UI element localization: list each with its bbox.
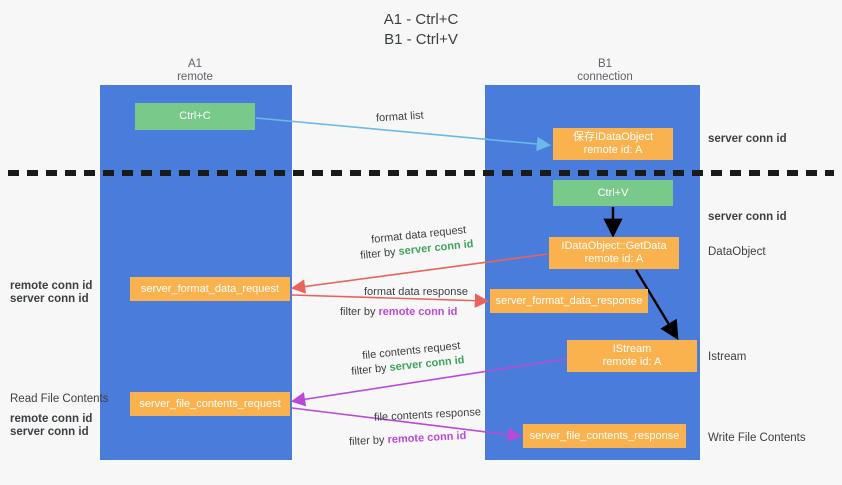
edge-label-format-data-response-filter: filter by remote conn id xyxy=(340,305,457,319)
annotation-left-remote-conn-id-1: remote conn id xyxy=(10,280,93,292)
annotation-left-server-conn-id-1: server conn id xyxy=(10,293,89,305)
box-istream-label: IStream xyxy=(612,343,652,355)
annotation-right-write-file-contents: Write File Contents xyxy=(708,432,806,444)
lane-header-b1-sub: connection xyxy=(577,71,633,83)
lane-header-a1: A1 remote xyxy=(135,58,255,84)
edge-label-format-list: format list xyxy=(375,109,425,125)
box-ctrl-v[interactable]: Ctrl+V xyxy=(553,180,673,206)
filter-value-remote-conn-id: remote conn id xyxy=(378,306,458,318)
box-istream-sublabel: remote id: A xyxy=(602,356,662,368)
annotation-right-dataobject: DataObject xyxy=(708,246,766,258)
annotation-right-server-conn-id-2: server conn id xyxy=(708,211,787,223)
page-title: A1 - Ctrl+C B1 - Ctrl+V xyxy=(0,10,842,50)
annotation-right-istream: Istream xyxy=(708,351,747,363)
filter-value-remote-conn-id: remote conn id xyxy=(387,429,467,447)
filter-prefix: filter by xyxy=(350,361,391,378)
annotation-left-remote-conn-id-2: remote conn id xyxy=(10,413,93,425)
box-server-format-data-request[interactable]: server_format_data_request xyxy=(130,277,290,301)
box-server-file-contents-request[interactable]: server_file_contents_request xyxy=(130,392,290,416)
filter-prefix: filter by xyxy=(340,306,379,318)
box-server-file-contents-response[interactable]: server_file_contents_response xyxy=(523,424,686,448)
box-ctrl-v-label: Ctrl+V xyxy=(597,186,629,199)
box-idataobject-getdata-sublabel: remote id: A xyxy=(584,253,644,265)
box-ctrl-c-label: Ctrl+C xyxy=(179,110,211,122)
box-server-file-contents-request-label: server_file_contents_request xyxy=(139,397,281,410)
lane-header-b1-name: B1 xyxy=(597,58,613,70)
annotation-left-server-conn-id-2: server conn id xyxy=(10,426,89,438)
title-line-1: A1 - Ctrl+C xyxy=(383,11,459,28)
annotation-right-server-conn-id-1: server conn id xyxy=(708,133,787,145)
box-idataobject-getdata-label: IDataObject::GetData xyxy=(561,240,667,252)
title-line-2: B1 - Ctrl+V xyxy=(384,31,458,48)
box-server-format-data-response-label: server_format_data_response xyxy=(495,294,643,307)
box-idataobject-getdata[interactable]: IDataObject::GetData remote id: A xyxy=(549,237,679,269)
lane-header-a1-name: A1 xyxy=(187,58,203,70)
filter-prefix: filter by xyxy=(348,434,388,449)
box-save-idataobject-label: 保存IDataObject xyxy=(572,131,654,143)
box-istream[interactable]: IStream remote id: A xyxy=(567,340,697,372)
filter-prefix: filter by xyxy=(359,245,400,262)
box-server-file-contents-response-label: server_file_contents_response xyxy=(529,429,680,442)
box-save-idataobject[interactable]: 保存IDataObject remote id: A xyxy=(553,128,673,160)
edge-label-format-data-response: format data response xyxy=(364,286,468,298)
box-ctrl-c[interactable]: Ctrl+C xyxy=(135,103,255,130)
box-save-idataobject-sublabel: remote id: A xyxy=(583,144,643,156)
lane-header-b1: B1 connection xyxy=(535,58,675,84)
edge-label-file-contents-response-filter: filter by remote conn id xyxy=(349,429,467,449)
box-server-format-data-request-label: server_format_data_request xyxy=(140,282,280,295)
box-server-format-data-response[interactable]: server_format_data_response xyxy=(490,289,648,313)
annotation-left-read-file-contents: Read File Contents xyxy=(10,393,109,405)
edge-label-file-contents-response: file contents response xyxy=(373,406,482,424)
lane-header-a1-sub: remote xyxy=(177,71,213,83)
